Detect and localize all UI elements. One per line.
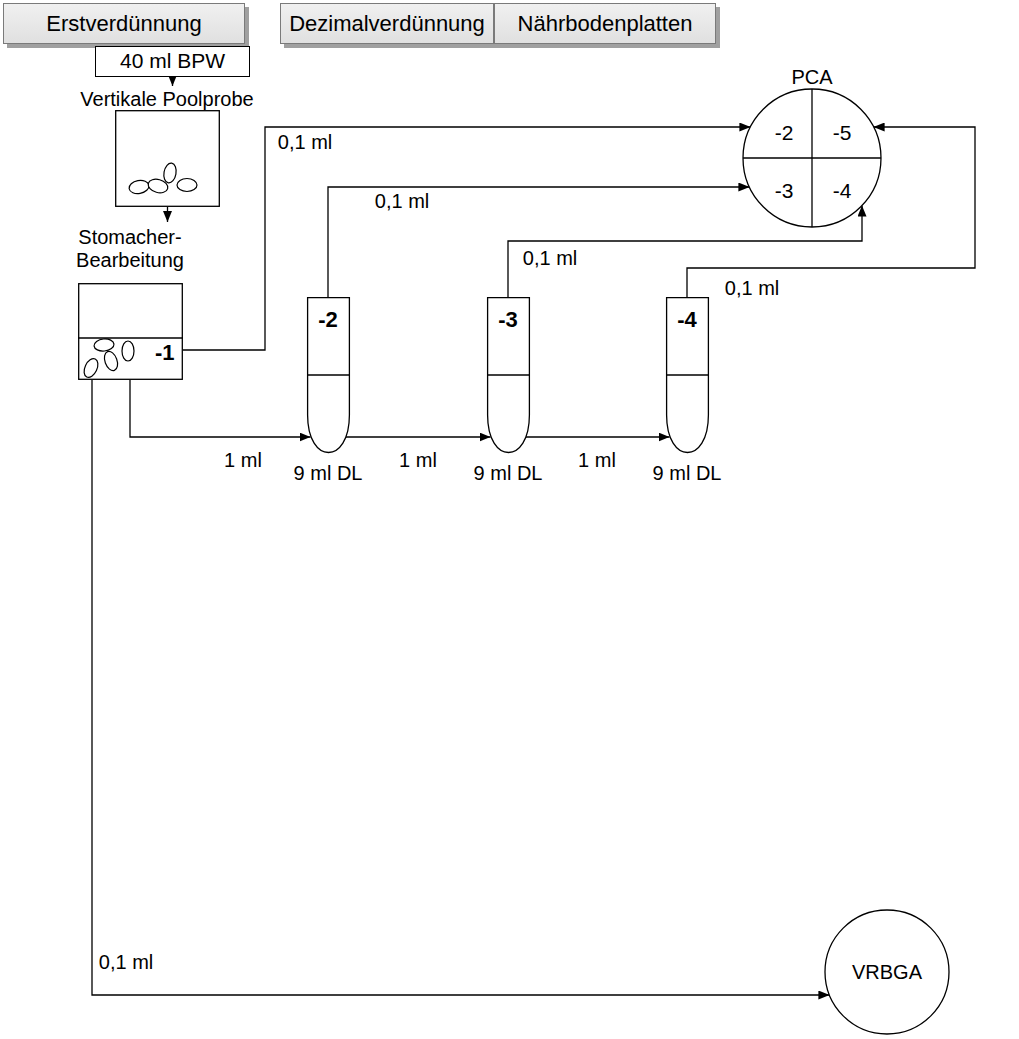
section-header: Erstverdünnung xyxy=(3,3,245,44)
plate-sector: -2 xyxy=(764,118,804,148)
node-label: Nährbodenplatten xyxy=(518,11,693,36)
volume-label: 0,1 ml xyxy=(723,277,781,300)
transfer-arrow xyxy=(92,380,829,995)
node-label: -3 xyxy=(775,179,794,203)
agar-plate: PCA -2 -5 -3 -4 xyxy=(740,66,885,228)
dilution-tube: -2 9 ml DL xyxy=(278,297,378,489)
plate-outline xyxy=(742,88,882,228)
agar-plate: VRBGA xyxy=(824,909,950,1035)
node-sublabel: 9 ml DL xyxy=(474,462,543,485)
transfer-arrow xyxy=(130,380,311,437)
node-label: -4 xyxy=(833,179,852,203)
transfer-arrow xyxy=(172,77,173,86)
node-sublabel: -1 xyxy=(155,340,175,365)
bag-outline xyxy=(115,110,220,207)
volume-label: 0,1 ml xyxy=(373,190,431,213)
node-label: 40 ml BPW xyxy=(120,49,225,73)
node-label: -2 xyxy=(775,121,794,145)
section-header: Dezimalverdünnung xyxy=(280,3,494,44)
transfer-arrow xyxy=(167,207,168,222)
plate-sector: -4 xyxy=(822,176,862,206)
node-sublabel: 9 ml DL xyxy=(294,462,363,485)
volume-label: 1 ml xyxy=(222,449,264,472)
node-label: -3 xyxy=(498,307,518,332)
node-label: Erstverdünnung xyxy=(46,11,201,36)
node-label: -5 xyxy=(833,121,852,145)
transfer-arrow xyxy=(346,436,491,437)
transfer-arrow xyxy=(328,187,749,297)
node-label: Dezimalverdünnung xyxy=(289,11,485,36)
node-label: Vertikale Poolprobe xyxy=(80,88,253,111)
node-label: -2 xyxy=(318,307,338,332)
pool-sample-bag: Vertikale Poolprobe xyxy=(60,86,275,208)
transfer-arrow xyxy=(183,127,750,350)
volume-label: 0,1 ml xyxy=(276,131,334,154)
plate-sector: -5 xyxy=(822,118,862,148)
node-label: PCA xyxy=(791,66,832,89)
node-label: -4 xyxy=(677,307,697,332)
dilution-tube: -4 9 ml DL xyxy=(637,297,737,489)
bag-outline xyxy=(78,283,183,380)
dilution-tube: -3 9 ml DL xyxy=(458,297,558,489)
section-header: Nährbodenplatten xyxy=(494,3,716,44)
node-sublabel: 9 ml DL xyxy=(653,462,722,485)
node-label: VRBGA xyxy=(852,961,922,984)
volume-label: 0,1 ml xyxy=(97,951,155,974)
volume-label: 1 ml xyxy=(576,449,618,472)
buffer-box: 40 ml BPW xyxy=(95,46,250,77)
node-label: Stomacher- Bearbeitung xyxy=(60,226,200,272)
plate-sector: -3 xyxy=(764,176,804,206)
stomacher-bag: Stomacher- Bearbeitung -1 xyxy=(55,222,205,382)
volume-label: 1 ml xyxy=(397,449,439,472)
transfer-arrow xyxy=(526,436,670,437)
volume-label: 0,1 ml xyxy=(521,247,579,270)
